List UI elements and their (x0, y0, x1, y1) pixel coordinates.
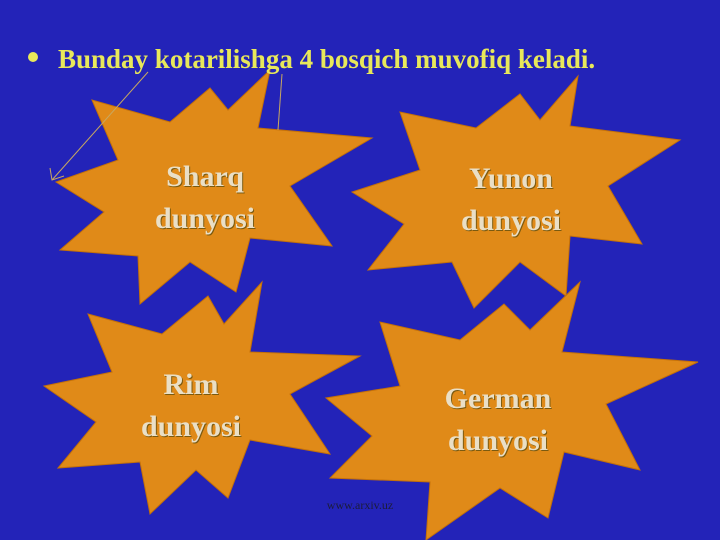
arrow-line (51, 71, 149, 181)
arrow-line-2 (277, 73, 283, 131)
star-label-sharq: Sharq dunyosi (130, 156, 280, 240)
starburst-yunon (350, 74, 682, 309)
starburst-rim (42, 280, 362, 515)
star-label-line2: dunyosi (154, 202, 256, 235)
starburst-german (324, 280, 699, 540)
bullet-dot-icon (28, 52, 38, 62)
arrow-head (49, 167, 65, 181)
bullet-text: Bunday kotarilishga 4 bosqich muvofiq ke… (58, 44, 596, 74)
star-label-german: German dunyosi (418, 378, 578, 462)
star-label-line2: dunyosi (140, 410, 242, 443)
star-label-line2: dunyosi (447, 424, 549, 457)
star-label-rim: Rim dunyosi (116, 364, 266, 448)
star-label-line1: Yunon (469, 162, 553, 195)
starburst-sharq (54, 68, 374, 306)
star-label-yunon: Yunon dunyosi (436, 158, 586, 242)
footer-url: www.arxiv.uz (326, 498, 394, 512)
star-label-line1: Sharq (166, 160, 244, 193)
star-label-line2: dunyosi (460, 204, 562, 237)
star-label-line1: German (444, 382, 552, 415)
star-label-line1: Rim (163, 368, 219, 401)
